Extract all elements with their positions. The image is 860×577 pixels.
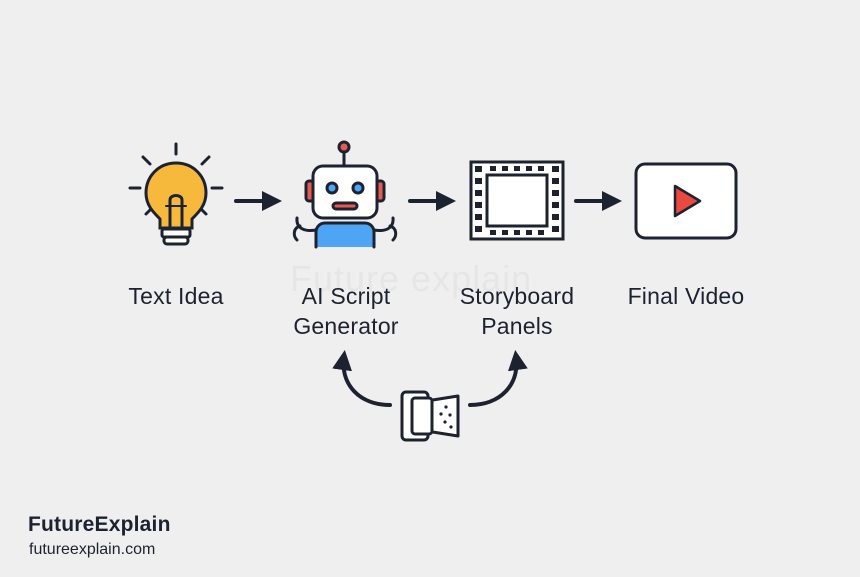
lightbulb-icon [128,142,224,246]
film-strip-icon [469,160,565,241]
brand-name: FutureExplain [28,513,171,536]
brand-url: futureexplain.com [29,541,156,558]
step-label-storyboard-panels: Storyboard Panels [459,283,575,339]
robot-icon [292,140,398,249]
play-video-icon [634,162,738,240]
feedback-arrow-to-storyboard [468,350,528,407]
feedback-arrow-to-generator [332,350,392,407]
step-label-text-idea: Text Idea [128,283,224,309]
step-label-ai-script-generator: AI Script Generator [293,283,399,339]
feedback-device-icon [400,390,460,442]
watermark-text: Future explain [290,258,533,299]
step-label-final-video: Final Video [627,283,745,309]
